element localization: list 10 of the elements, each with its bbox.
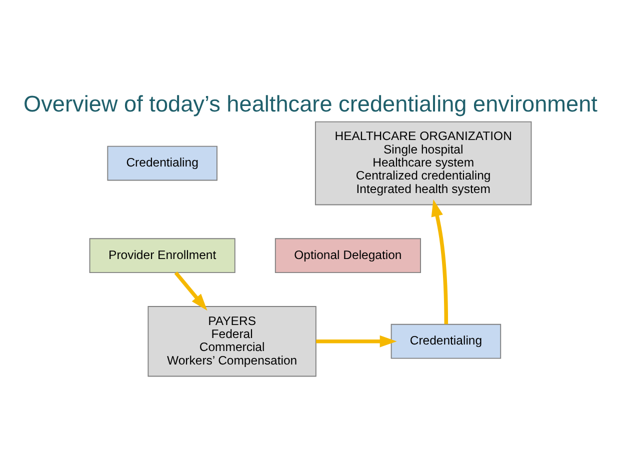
arrow (431, 198, 448, 324)
node-box: Provider Enrollment (89, 238, 236, 273)
node-box: PAYERS Federal Commercial Workers’ Compensation (148, 306, 316, 376)
diagram-title: Overview of today’s healthcare credentialing environment (24, 91, 598, 116)
node-box: HEALTHCARE ORGANIZATION Single hospital Healthcare system Centralized credentialing Integrated health system (314, 120, 532, 205)
arrow (316, 334, 397, 347)
node-box: Credentialing (390, 323, 502, 358)
arrow (174, 271, 208, 310)
node-box: Credentialing (107, 145, 218, 180)
node-box: Optional Delegation (274, 238, 421, 273)
